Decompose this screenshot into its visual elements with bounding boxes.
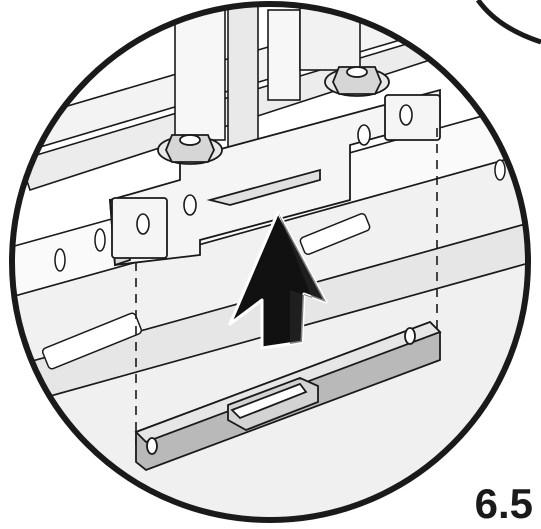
detail-magnifier-outline <box>9 1 531 523</box>
adjacent-detail-circle <box>475 0 541 45</box>
alignment-guides <box>135 128 438 445</box>
up-arrow-icon <box>228 210 328 350</box>
step-number: 6.5 <box>474 480 533 527</box>
hex-nut-washer-icon <box>324 66 390 97</box>
bracket-holes <box>136 104 413 235</box>
rail-slots <box>20 159 506 370</box>
mounting-plate <box>134 320 442 472</box>
hex-nut-washer-icon <box>157 134 223 165</box>
